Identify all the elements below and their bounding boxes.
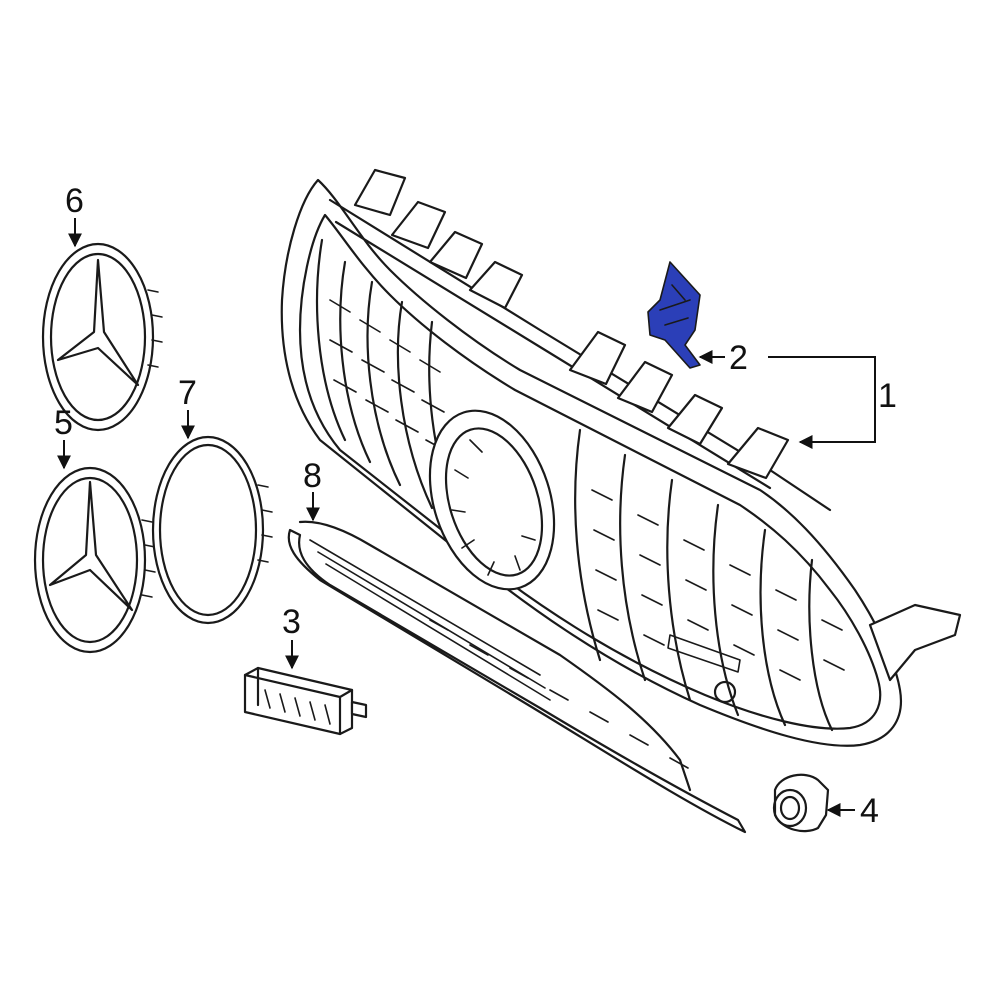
grille-emblem-mount xyxy=(428,409,556,591)
bracket-part-2[interactable] xyxy=(647,261,701,369)
callout-4: 4 xyxy=(860,792,879,830)
part-5-emblem[interactable] xyxy=(33,466,156,654)
callout-2: 2 xyxy=(729,339,748,377)
part-6-emblem[interactable] xyxy=(41,242,163,432)
part-4-sensor[interactable] xyxy=(772,773,830,833)
grille-assembly[interactable] xyxy=(280,168,962,747)
leader-lines xyxy=(57,218,876,817)
part-8-lower-grille[interactable] xyxy=(287,520,747,834)
callout-1: 1 xyxy=(878,377,897,415)
grille-top-clips xyxy=(353,168,790,480)
part-3-module[interactable] xyxy=(243,666,368,736)
callout-6: 6 xyxy=(65,182,84,220)
callout-labels: 1 2 3 4 5 6 7 8 xyxy=(54,182,897,830)
callout-3: 3 xyxy=(282,603,301,641)
part-7-ring[interactable] xyxy=(151,435,273,625)
callout-7: 7 xyxy=(178,374,197,412)
callout-5: 5 xyxy=(54,404,73,442)
callout-8: 8 xyxy=(303,457,322,495)
